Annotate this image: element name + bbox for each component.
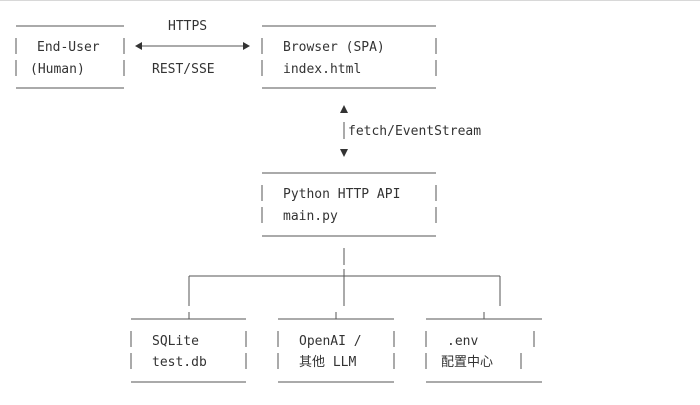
python-api-sublabel: main.py bbox=[283, 209, 338, 224]
fetch-eventstream-label: fetch/EventStream bbox=[348, 124, 481, 139]
end-user-label: End-User bbox=[37, 40, 100, 55]
env-label: .env bbox=[447, 334, 478, 349]
env-box: .env 配置中心 bbox=[425, 312, 542, 383]
openai-label: OpenAI / bbox=[299, 334, 362, 349]
sqlite-label: SQLite bbox=[152, 334, 199, 349]
sqlite-sublabel: test.db bbox=[152, 355, 207, 370]
end-user-sublabel: (Human) bbox=[30, 62, 85, 77]
https-connection: HTTPS REST/SSE bbox=[135, 19, 250, 77]
end-user-box: End-User (Human) bbox=[15, 25, 125, 89]
browser-label: Browser (SPA) bbox=[283, 40, 385, 55]
api-fanout-connector bbox=[188, 248, 501, 306]
python-api-box: Python HTTP API main.py bbox=[261, 172, 437, 237]
down-arrowhead-icon bbox=[340, 149, 348, 157]
openai-box: OpenAI / 其他 LLM bbox=[277, 312, 395, 383]
rest-sse-label: REST/SSE bbox=[152, 62, 215, 77]
openai-sublabel: 其他 LLM bbox=[299, 355, 356, 370]
fetch-connection: fetch/EventStream bbox=[340, 105, 481, 157]
env-sublabel: 配置中心 bbox=[441, 355, 493, 370]
right-arrowhead-icon bbox=[243, 42, 250, 50]
browser-box: Browser (SPA) index.html bbox=[261, 25, 437, 89]
up-arrowhead-icon bbox=[340, 105, 348, 113]
top-divider bbox=[0, 0, 700, 1]
https-label: HTTPS bbox=[168, 19, 207, 34]
browser-sublabel: index.html bbox=[283, 62, 361, 77]
sqlite-box: SQLite test.db bbox=[130, 312, 247, 383]
python-api-label: Python HTTP API bbox=[283, 187, 400, 202]
left-arrowhead-icon bbox=[135, 42, 142, 50]
